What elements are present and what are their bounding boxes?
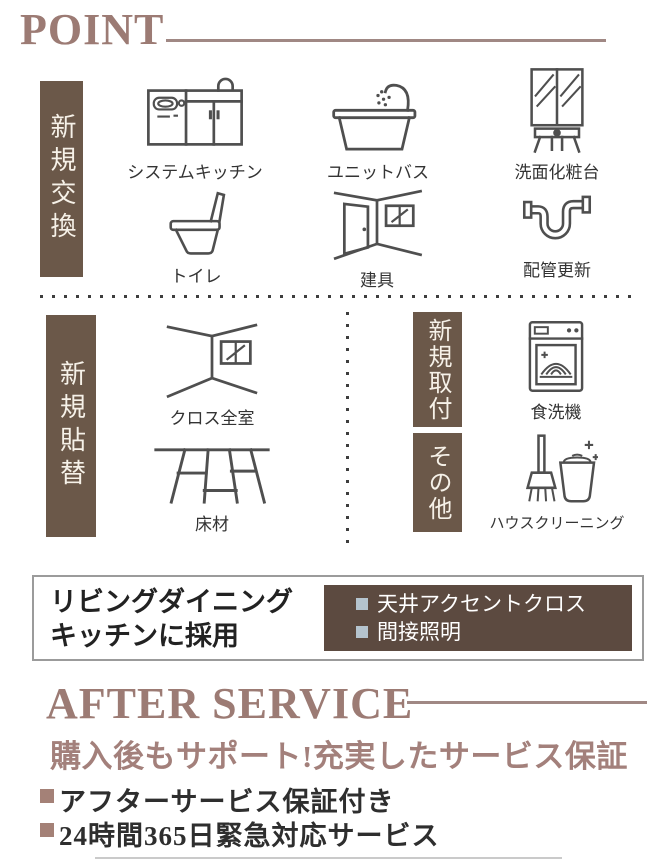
adoption-title-line1: リビングダイニング: [50, 587, 293, 617]
toilet-icon: [169, 191, 226, 255]
system-kitchen-icon: [147, 77, 243, 146]
toilet-label: トイレ: [170, 267, 222, 286]
dotted-divider-vertical: [346, 312, 349, 545]
feature-row: 天井アクセントクロス: [324, 591, 632, 617]
adoption-title-line2: キッチンに採用: [50, 621, 239, 651]
after-service-bullet-row: 24時間365日緊急対応サービス: [40, 814, 440, 853]
item-fittings: 建具: [312, 184, 442, 291]
after-service-bullet-row: アフターサービス保証付き: [40, 780, 394, 819]
item-system-kitchen: システムキッチン: [127, 70, 263, 183]
wallpaper-icon: [166, 323, 258, 399]
vanity-label: 洗面化粧台: [514, 163, 600, 182]
wallpaper-label: クロス全室: [169, 409, 255, 428]
list-bullet-icon: [40, 823, 54, 837]
item-piping: 配管更新: [492, 184, 622, 281]
piping-label: 配管更新: [523, 261, 591, 280]
fittings-icon: [333, 189, 423, 261]
feature-text: 天井アクセントクロス: [377, 592, 586, 616]
adoption-title: リビングダイニング キッチンに採用: [50, 585, 293, 653]
after-service-title: AFTER SERVICE: [46, 679, 414, 728]
house-cleaning-icon: [525, 434, 598, 503]
vanity-icon: [530, 68, 584, 154]
group-bar-other: その他: [413, 433, 462, 532]
item-flooring: 床材: [146, 440, 278, 535]
after-service-bullet-text: 24時間365日緊急対応サービス: [59, 821, 440, 851]
point-title-rule: [166, 39, 606, 42]
unit-bath-label: ユニットバス: [327, 163, 429, 182]
item-toilet: トイレ: [131, 184, 261, 287]
group-bar-new-install: 新規取付: [413, 312, 462, 427]
house-cleaning-label: ハウスクリーニング: [489, 515, 625, 532]
feature-row: 間接照明: [324, 619, 632, 645]
feature-bullet-icon: [356, 626, 368, 638]
feature-bullet-icon: [356, 598, 368, 610]
flooring-label: 床材: [195, 515, 229, 534]
point-title: POINT: [20, 5, 165, 54]
feature-text: 間接照明: [377, 620, 461, 644]
group-bar-new-repaper: 新規貼替: [46, 315, 96, 537]
piping-icon: [522, 195, 592, 240]
item-unit-bath: ユニットバス: [313, 70, 443, 183]
item-dishwasher: 食洗機: [491, 318, 621, 423]
group-label-new-install: 新規取付: [424, 317, 450, 422]
after-service-headline: 購入後もサポート!充実したサービス保証: [50, 739, 628, 774]
after-service-bullet-text: アフターサービス保証付き: [59, 787, 395, 817]
bottom-faint-line: [95, 857, 562, 859]
unit-bath-icon: [332, 83, 417, 151]
fittings-label: 建具: [360, 271, 394, 290]
dishwasher-label: 食洗機: [530, 403, 582, 422]
adoption-feature-panel: 天井アクセントクロス 間接照明: [324, 585, 632, 651]
dishwasher-icon: [528, 321, 584, 392]
item-cleaning: ハウスクリーニング: [489, 432, 625, 533]
item-wallpaper: クロス全室: [147, 314, 277, 429]
item-vanity: 洗面化粧台: [492, 64, 622, 183]
dotted-divider-horizontal: [40, 295, 638, 298]
group-bar-new-replacement: 新規交換: [40, 81, 83, 277]
list-bullet-icon: [40, 789, 54, 803]
after-service-title-rule: [407, 701, 647, 704]
system-kitchen-label: システムキッチン: [127, 163, 263, 182]
flooring-icon: [154, 448, 270, 504]
adoption-box: リビングダイニング キッチンに採用 天井アクセントクロス 間接照明: [32, 575, 644, 661]
group-label-other: その他: [424, 443, 450, 522]
group-label-new-repaper: 新規貼替: [56, 360, 86, 492]
group-label-new-replacement: 新規交換: [47, 113, 76, 245]
